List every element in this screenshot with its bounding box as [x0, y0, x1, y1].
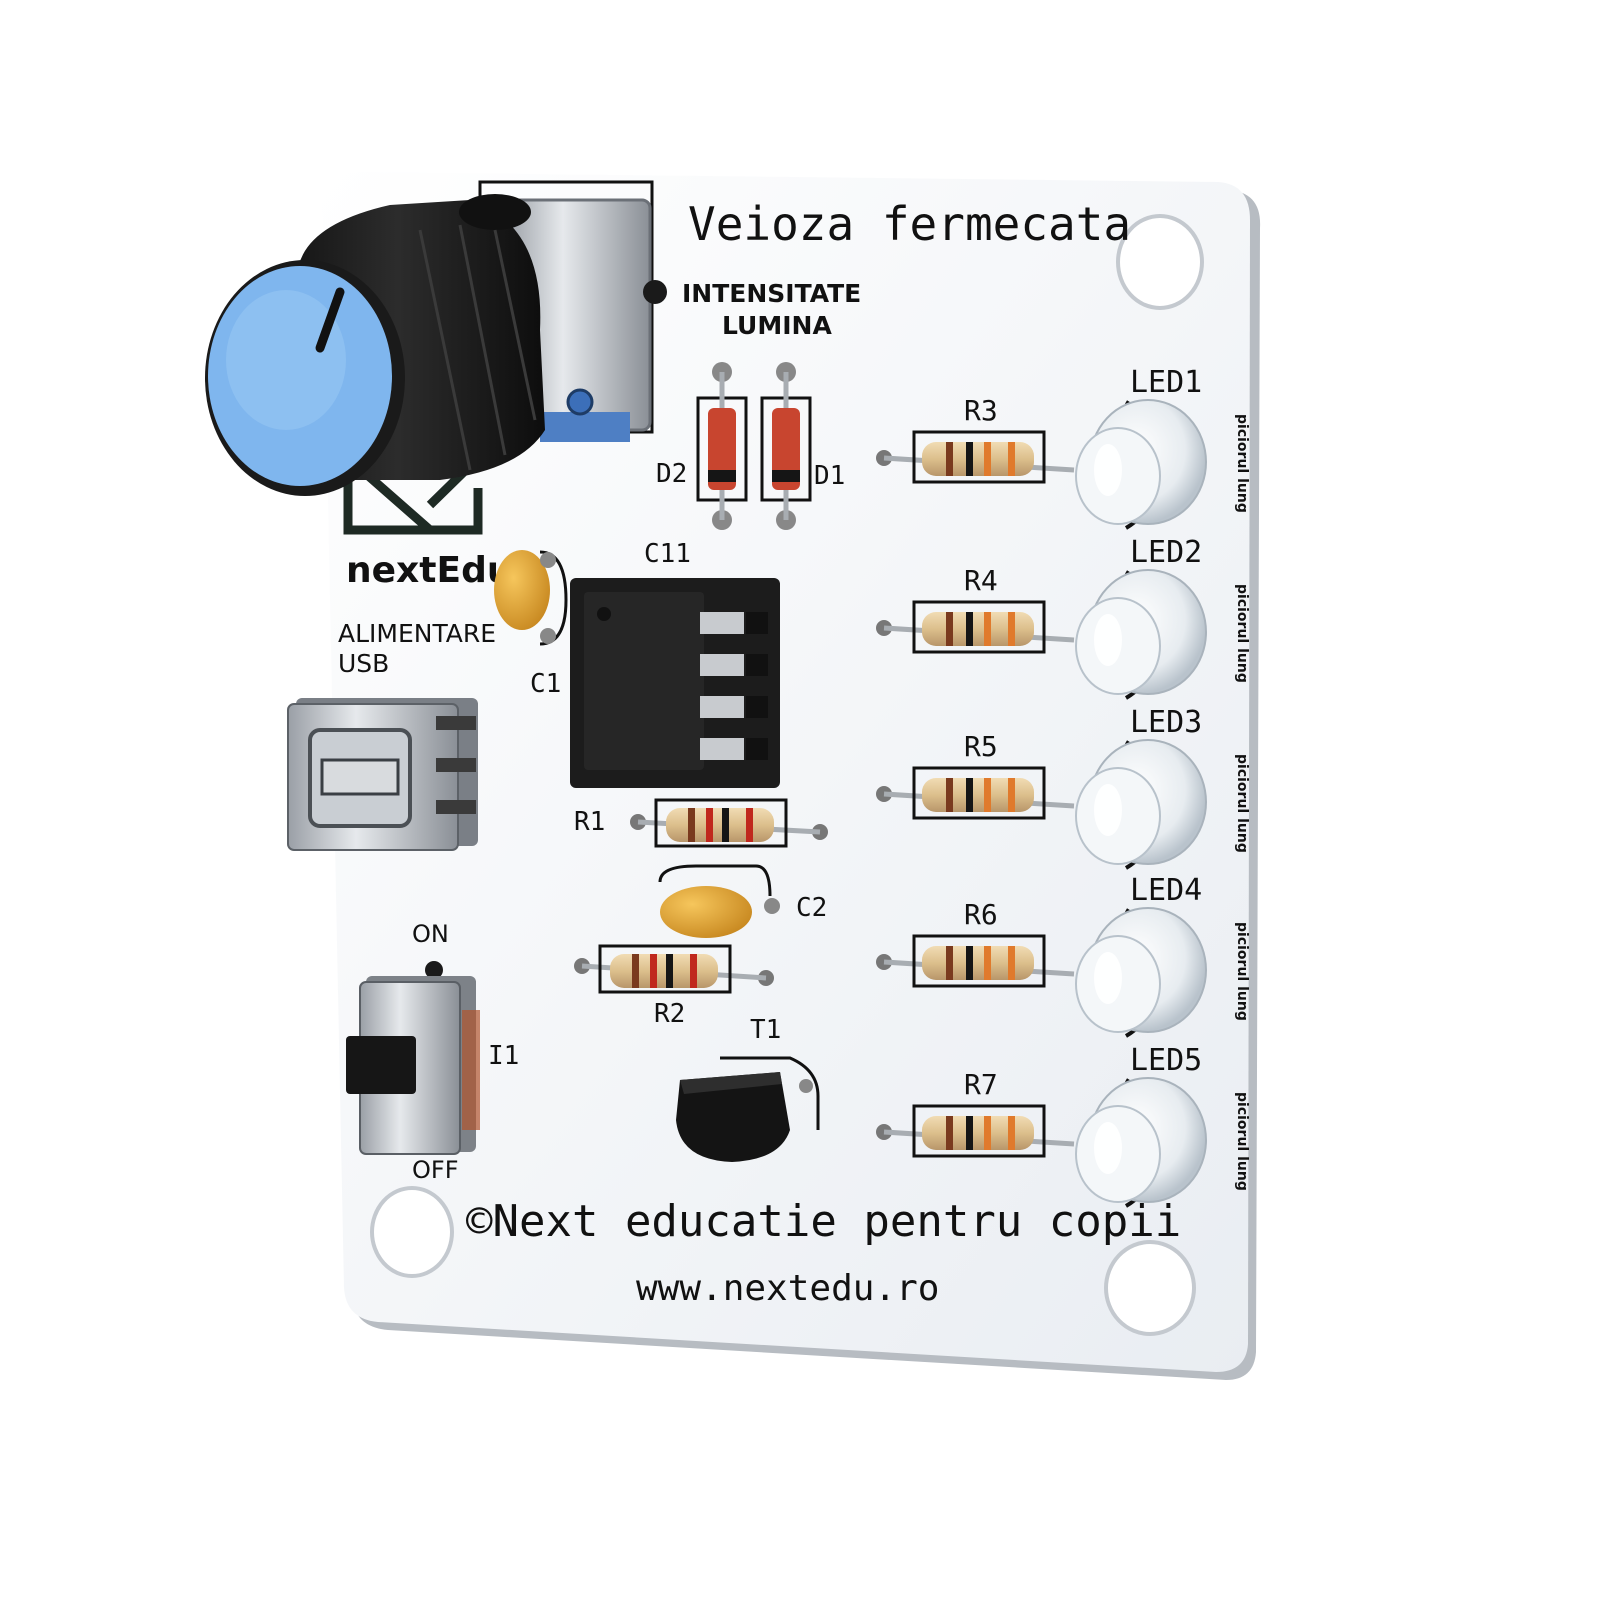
- ref-r7: R7: [964, 1068, 998, 1101]
- ref-r5: R5: [964, 730, 998, 763]
- led-pin-note: piciorul lung: [1234, 1092, 1250, 1191]
- transistor-t1: [676, 1056, 820, 1162]
- resistor-r3: R3: [876, 394, 1075, 484]
- website-text: www.nextedu.ro: [636, 1268, 939, 1309]
- ref-ic: C11: [644, 539, 691, 569]
- resistor-r5: R5: [876, 730, 1075, 820]
- ref-led-4: LED4: [1130, 873, 1202, 908]
- ref-led-5: LED5: [1130, 1043, 1202, 1078]
- resistor-r6: R6: [876, 898, 1075, 988]
- ref-r1: R1: [574, 807, 605, 837]
- diode-d1: [760, 362, 812, 530]
- ref-c2: C2: [796, 893, 827, 923]
- knob-indicator: [315, 287, 345, 353]
- ic-chip: [570, 578, 780, 788]
- usb-label-line2: USB: [338, 649, 389, 678]
- led-2: LED2 piciorul lung: [1075, 535, 1250, 700]
- logo-text: nextEdu: [346, 550, 512, 591]
- resistor-r7: R7: [876, 1068, 1075, 1158]
- switch-on-label: ON: [412, 920, 449, 948]
- knob-label-line2: LUMINA: [722, 311, 832, 340]
- ref-r4: R4: [964, 564, 998, 597]
- ref-led-1: LED1: [1130, 365, 1202, 400]
- ref-d1: D1: [814, 461, 845, 491]
- led-3: LED3 piciorul lung: [1075, 705, 1250, 870]
- mounting-hole: [1104, 1240, 1196, 1336]
- knob-label-line1: INTENSITATE: [682, 279, 861, 308]
- resistor-r2: [574, 944, 774, 994]
- diode-d2: [696, 362, 748, 530]
- capacitor-c1: [494, 550, 568, 646]
- switch-off-label: OFF: [412, 1156, 459, 1184]
- led-pin-note: piciorul lung: [1234, 754, 1250, 853]
- led-pin-note: piciorul lung: [1234, 922, 1250, 1021]
- led-4: LED4 piciorul lung: [1075, 873, 1250, 1038]
- ref-c1: C1: [530, 669, 561, 699]
- resistor-r1: [630, 798, 828, 848]
- mounting-hole: [1116, 214, 1204, 310]
- rotary-knob[interactable]: [205, 194, 545, 496]
- copyright-text: ©Next educatie pentru copii: [466, 1196, 1181, 1247]
- led-pin-note: piciorul lung: [1234, 414, 1250, 513]
- ref-r3: R3: [964, 394, 998, 427]
- resistor-r4: R4: [876, 564, 1075, 654]
- led-5: LED5 piciorul lung: [1075, 1043, 1250, 1208]
- ref-d2: D2: [656, 459, 687, 489]
- capacitor-c2: [658, 864, 780, 938]
- ref-r2: R2: [654, 999, 685, 1029]
- led-1: LED1 piciorul lung: [1075, 365, 1250, 530]
- ref-t1: T1: [750, 1015, 781, 1045]
- switch-ref: I1: [488, 1041, 519, 1071]
- ref-r6: R6: [964, 898, 998, 931]
- mounting-hole: [370, 1186, 454, 1278]
- ref-led-3: LED3: [1130, 705, 1202, 740]
- board-title: Veioza fermecata: [688, 197, 1131, 251]
- led-pin-note: piciorul lung: [1234, 584, 1250, 683]
- usb-label-line1: ALIMENTARE: [338, 619, 496, 648]
- ref-led-2: LED2: [1130, 535, 1202, 570]
- slide-switch[interactable]: [346, 976, 480, 1155]
- switch-slider[interactable]: [346, 1036, 416, 1094]
- usb-connector[interactable]: [287, 698, 478, 851]
